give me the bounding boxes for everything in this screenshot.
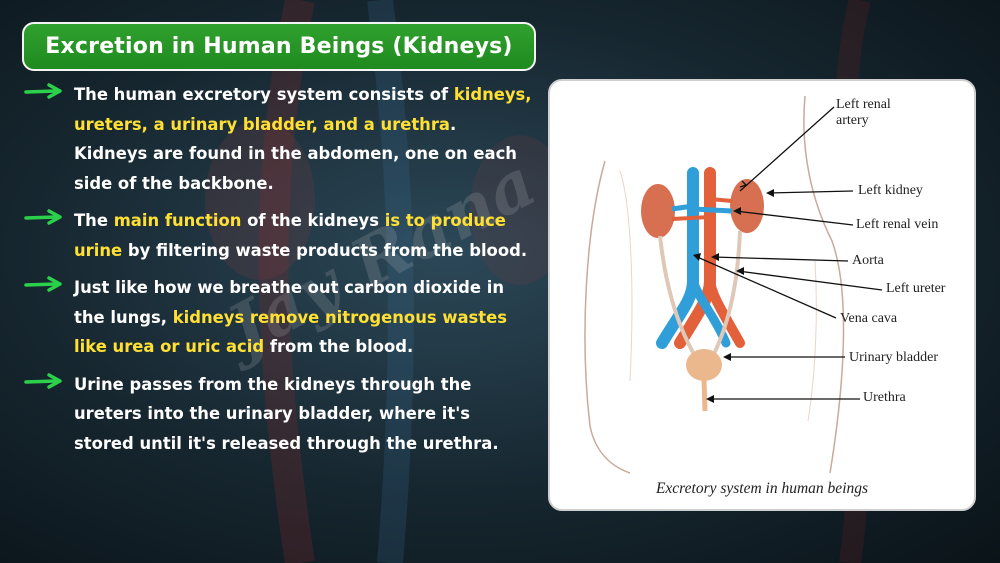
urethra-shape	[701, 378, 708, 412]
diagram-caption: Excretory system in human beings	[655, 480, 869, 497]
left-kidney-shape	[730, 179, 764, 233]
page-title: Excretion in Human Beings (Kidneys)	[22, 22, 536, 71]
arrow-right-icon	[24, 276, 62, 292]
label-left-ureter: Left ureter	[886, 281, 946, 296]
bullet-point: The human excretory system consists of k…	[24, 80, 534, 198]
diagram-panel: Left renal artery Left kidney Left renal…	[548, 79, 976, 511]
ureter-shape	[711, 230, 742, 357]
excretory-system-diagram	[584, 95, 883, 474]
arrow-right-icon	[24, 372, 62, 389]
bullet-text: The human excretory system consists of k…	[74, 85, 532, 193]
body-outline	[584, 160, 631, 474]
bullet-point: The main function of the kidneys is to p…	[24, 206, 534, 265]
bullet-point: Just like how we breathe out carbon diox…	[24, 273, 534, 362]
arrow-right-icon	[24, 209, 62, 225]
label-left-renal-vein: Left renal vein	[856, 217, 939, 232]
label-left-renal-artery: Left renal artery	[836, 97, 891, 128]
label-aorta: Aorta	[852, 253, 884, 268]
page-title-text: Excretion in Human Beings (Kidneys)	[45, 34, 513, 59]
label-urethra: Urethra	[863, 390, 906, 405]
body-outline	[803, 95, 845, 474]
bullet-list: The human excretory system consists of k…	[24, 80, 534, 466]
bullet-text: The main function of the kidneys is to p…	[74, 211, 528, 260]
right-kidney-shape	[641, 184, 675, 238]
arrow-right-icon	[24, 83, 62, 99]
label-vena-cava: Vena cava	[840, 311, 898, 326]
bullet-text: Just like how we breathe out carbon diox…	[74, 278, 507, 356]
bullet-text: Urine passes from the kidneys through th…	[74, 374, 499, 453]
label-left-kidney: Left kidney	[858, 183, 923, 198]
bladder-shape	[686, 349, 722, 381]
bullet-point: Urine passes from the kidneys through th…	[24, 370, 534, 459]
label-urinary-bladder: Urinary bladder	[849, 350, 939, 365]
ureter-shape	[658, 235, 697, 357]
